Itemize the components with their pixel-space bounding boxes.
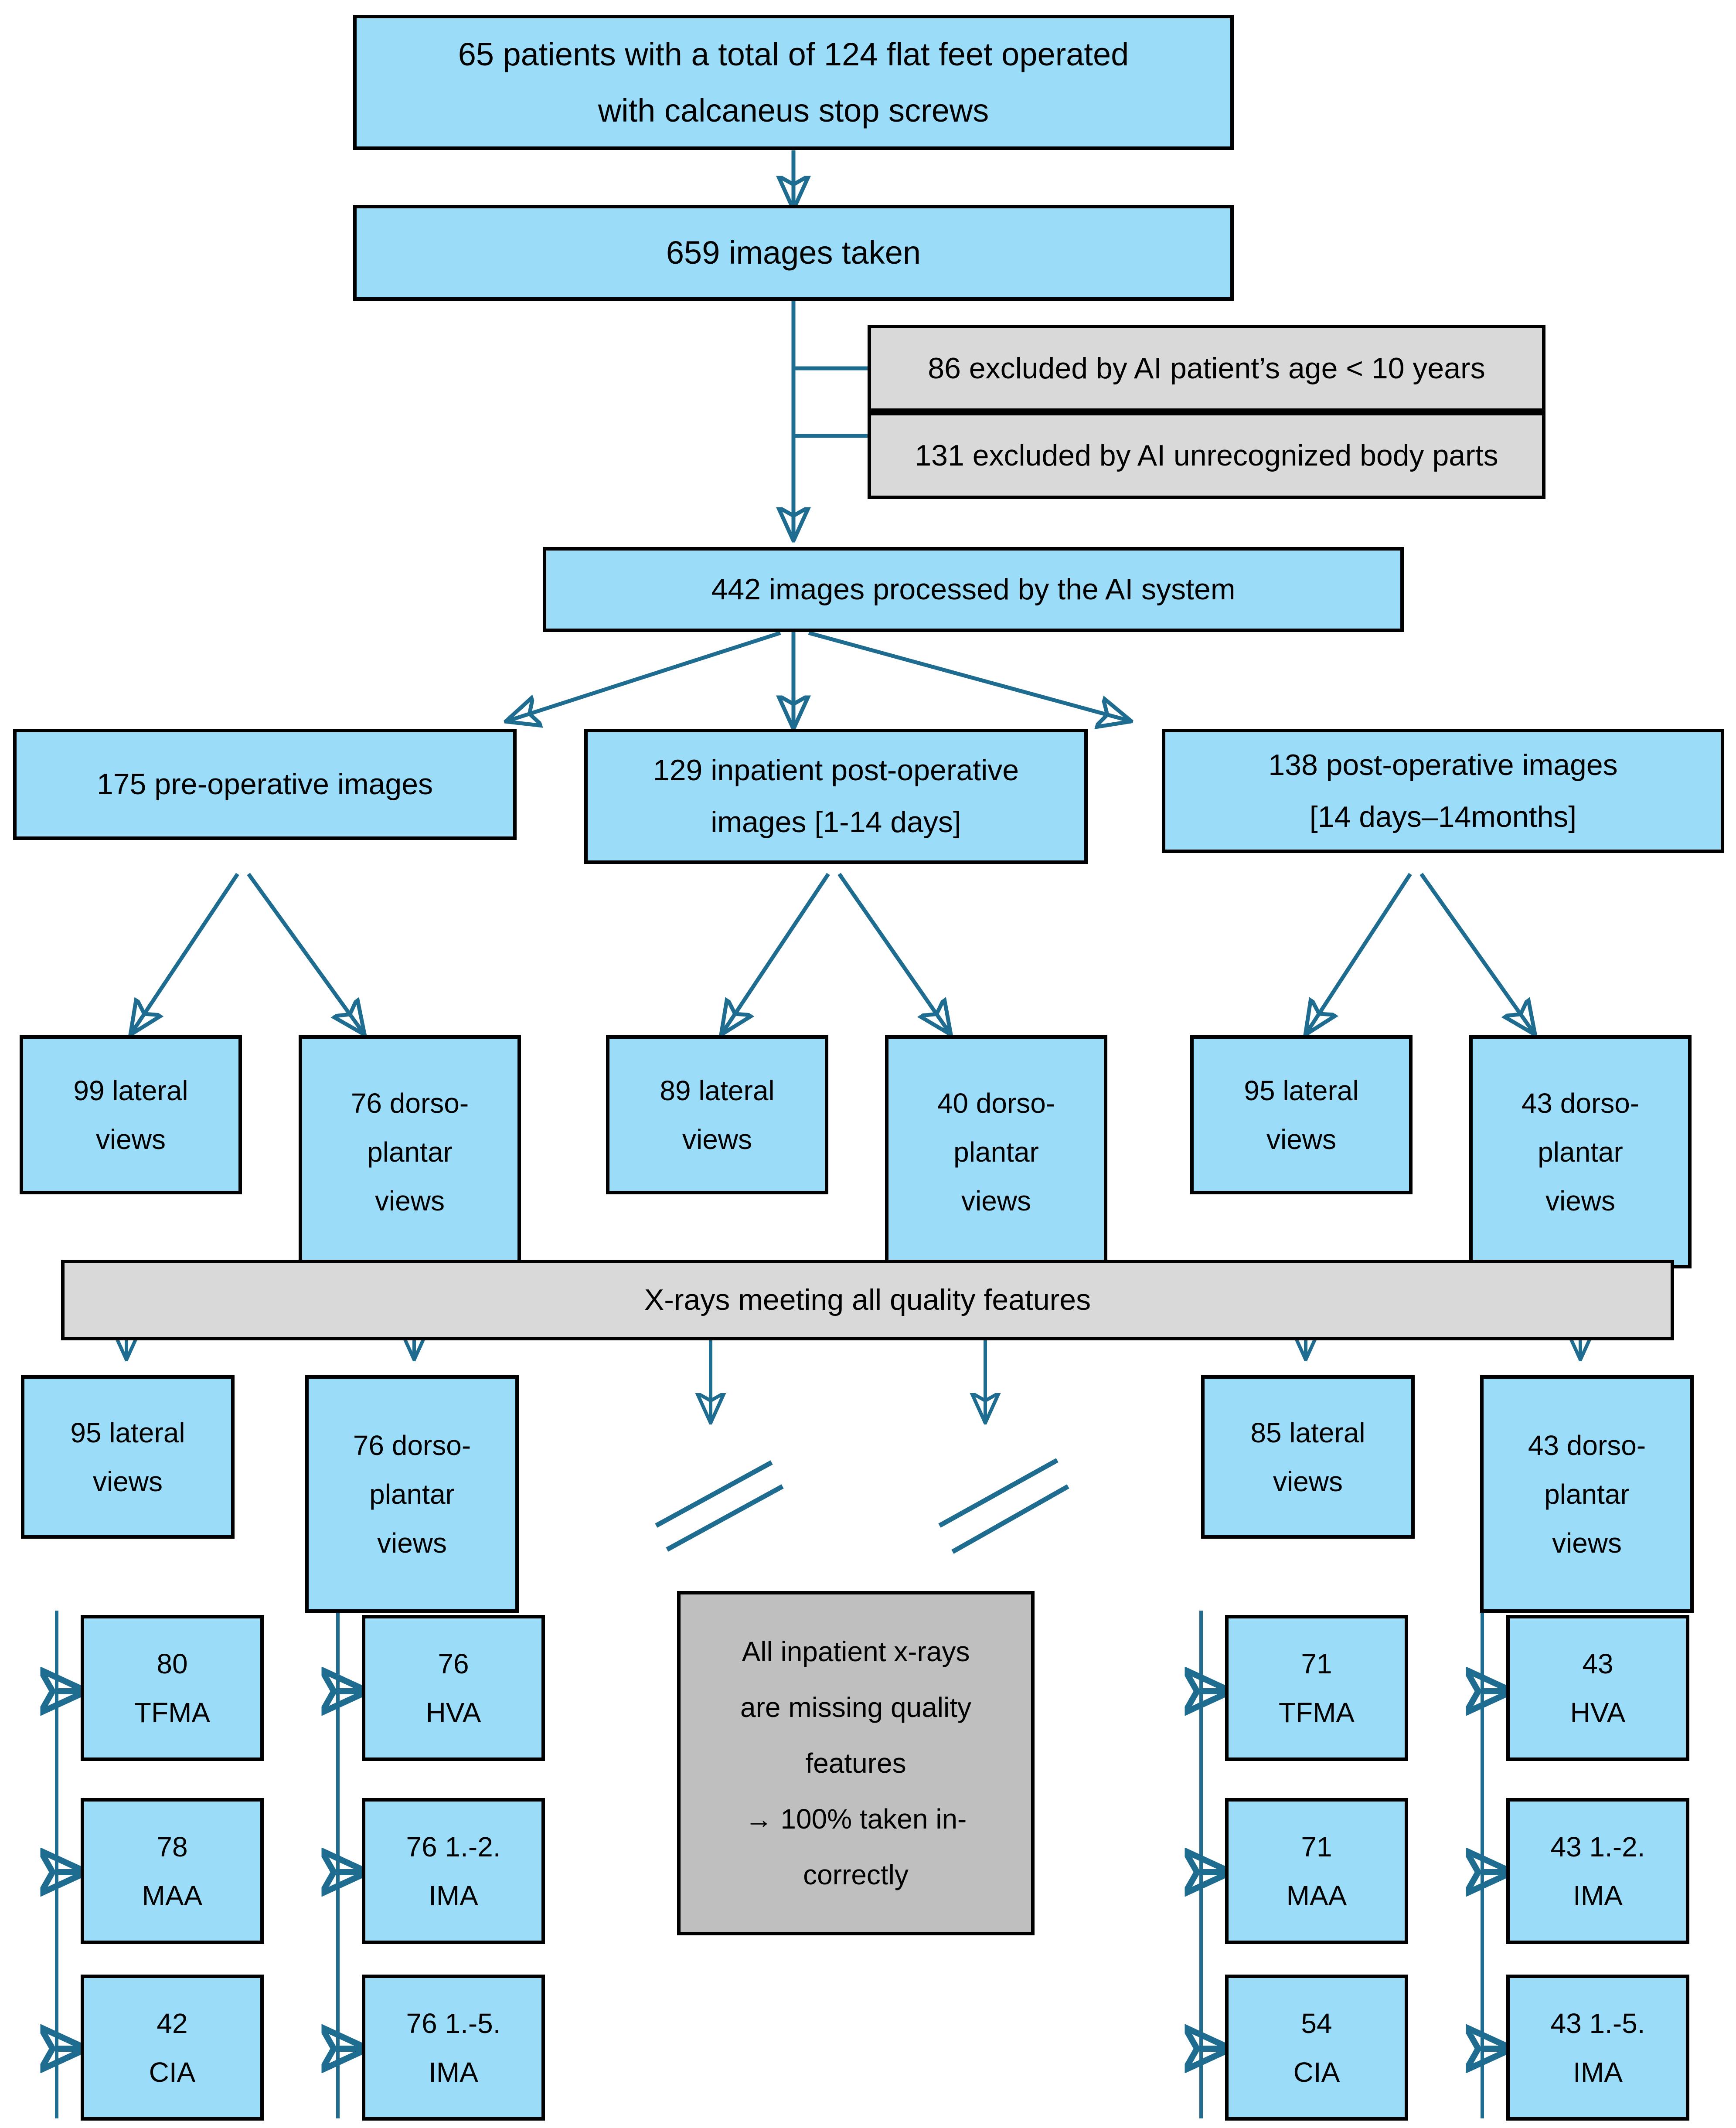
node-quality-preop-dorsoplantar-views: 76 dorso- plantar views bbox=[305, 1375, 519, 1613]
node-measure-hva-43-value: 43 bbox=[1582, 1648, 1613, 1679]
node-measure-maa-78: 78 MAA bbox=[81, 1798, 264, 1944]
node-group-inpatient-line1: 129 inpatient post-operative bbox=[653, 754, 1019, 787]
node-measure-cia-42: 42 CIA bbox=[81, 1975, 264, 2121]
node-measure-tfma-71-value: 71 bbox=[1301, 1648, 1332, 1679]
node-quality-postop-dorsoplantar-views: 43 dorso- plantar views bbox=[1480, 1375, 1694, 1613]
node-measure-hva-43: 43 HVA bbox=[1506, 1615, 1689, 1761]
node-measure-cia-54: 54 CIA bbox=[1225, 1975, 1408, 2121]
node-processed: 442 images processed by the AI system bbox=[543, 547, 1404, 632]
node-excluded-age-label: 86 excluded by AI patient’s age < 10 yea… bbox=[928, 351, 1485, 385]
node-measure-hva-76-unit: HVA bbox=[425, 1696, 481, 1728]
node-quality-preop-dorsoplantar-views-line3: views bbox=[377, 1527, 447, 1559]
node-postop-dorsoplantar-views: 43 dorso- plantar views bbox=[1469, 1035, 1692, 1268]
node-measure-ima-76-1-2-value: 76 1.-2. bbox=[406, 1831, 501, 1863]
node-measure-maa-71-unit: MAA bbox=[1286, 1880, 1347, 1911]
node-quality-postop-lateral-views: 85 lateral views bbox=[1201, 1375, 1415, 1539]
node-quality-bar-label: X-rays meeting all quality features bbox=[644, 1283, 1091, 1316]
node-postop-lateral-views-line1: 95 lateral bbox=[1244, 1074, 1359, 1106]
node-measure-ima-43-1-2: 43 1.-2. IMA bbox=[1506, 1798, 1689, 1944]
node-inpatient-dorsoplantar-views-line3: views bbox=[961, 1185, 1031, 1217]
node-measure-maa-71-value: 71 bbox=[1301, 1831, 1332, 1863]
node-patients-line1: 65 patients with a total of 124 flat fee… bbox=[458, 36, 1129, 72]
node-quality-preop-dorsoplantar-views-line2: plantar bbox=[369, 1478, 455, 1510]
node-excluded-body-parts-label: 131 excluded by AI unrecognized body par… bbox=[915, 439, 1498, 472]
node-measure-tfma-80-unit: TFMA bbox=[134, 1696, 211, 1728]
node-measure-maa-78-value: 78 bbox=[157, 1831, 188, 1863]
node-inpatient-note-line2: are missing quality bbox=[740, 1692, 971, 1723]
node-preop-dorsoplantar-views-line1: 76 dorso- bbox=[351, 1087, 469, 1119]
node-measure-ima-76-1-2-unit: IMA bbox=[429, 1880, 478, 1911]
node-measure-cia-42-unit: CIA bbox=[149, 2056, 196, 2088]
node-measure-ima-43-1-5-value: 43 1.-5. bbox=[1550, 2007, 1645, 2039]
node-quality-bar: X-rays meeting all quality features bbox=[61, 1260, 1674, 1340]
node-measure-tfma-80: 80 TFMA bbox=[81, 1615, 264, 1761]
node-postop-dorsoplantar-views-line2: plantar bbox=[1538, 1136, 1623, 1168]
node-quality-postop-dorsoplantar-views-line1: 43 dorso- bbox=[1528, 1429, 1646, 1461]
node-quality-postop-lateral-views-line1: 85 lateral bbox=[1250, 1417, 1365, 1448]
node-quality-postop-dorsoplantar-views-line3: views bbox=[1552, 1527, 1622, 1559]
node-measure-maa-71: 71 MAA bbox=[1225, 1798, 1408, 1944]
node-measure-cia-54-unit: CIA bbox=[1293, 2056, 1340, 2088]
node-postop-lateral-views-line2: views bbox=[1266, 1123, 1337, 1155]
node-excluded-age: 86 excluded by AI patient’s age < 10 yea… bbox=[868, 325, 1545, 412]
node-images-taken: 659 images taken bbox=[353, 205, 1234, 301]
node-preop-lateral-views-line1: 99 lateral bbox=[73, 1074, 188, 1106]
node-measure-ima-76-1-2: 76 1.-2. IMA bbox=[362, 1798, 545, 1944]
node-inpatient-dorsoplantar-views: 40 dorso- plantar views bbox=[885, 1035, 1107, 1268]
node-measure-ima-43-1-2-unit: IMA bbox=[1573, 1880, 1623, 1911]
node-excluded-body-parts: 131 excluded by AI unrecognized body par… bbox=[868, 412, 1545, 499]
node-quality-postop-lateral-views-line2: views bbox=[1273, 1465, 1343, 1497]
node-measure-cia-42-value: 42 bbox=[157, 2007, 188, 2039]
node-inpatient-note-line5: correctly bbox=[803, 1859, 909, 1890]
node-group-postoperative: 138 post-operative images [14 days–14mon… bbox=[1162, 729, 1724, 853]
node-group-preoperative-line1: 175 pre-operative images bbox=[96, 768, 433, 801]
node-images-taken-label: 659 images taken bbox=[666, 235, 921, 271]
node-inpatient-lateral-views-line2: views bbox=[682, 1123, 752, 1155]
node-preop-dorsoplantar-views: 76 dorso- plantar views bbox=[299, 1035, 521, 1268]
node-postop-dorsoplantar-views-line3: views bbox=[1545, 1185, 1616, 1217]
node-inpatient-lateral-views-line1: 89 lateral bbox=[660, 1074, 775, 1106]
node-patients: 65 patients with a total of 124 flat fee… bbox=[353, 15, 1234, 150]
node-measure-tfma-80-value: 80 bbox=[157, 1648, 188, 1679]
node-group-inpatient: 129 inpatient post-operative images [1-1… bbox=[584, 729, 1088, 864]
node-inpatient-dorsoplantar-views-line2: plantar bbox=[953, 1136, 1039, 1168]
node-quality-preop-dorsoplantar-views-line1: 76 dorso- bbox=[353, 1429, 471, 1461]
node-postop-dorsoplantar-views-line1: 43 dorso- bbox=[1521, 1087, 1640, 1119]
node-measure-ima-76-1-5-value: 76 1.-5. bbox=[406, 2007, 501, 2039]
node-measure-ima-76-1-5-unit: IMA bbox=[429, 2056, 478, 2088]
node-inpatient-note-line1: All inpatient x-rays bbox=[742, 1636, 970, 1667]
node-measure-cia-54-value: 54 bbox=[1301, 2007, 1332, 2039]
node-measure-ima-76-1-5: 76 1.-5. IMA bbox=[362, 1975, 545, 2121]
node-quality-preop-lateral-views-line1: 95 lateral bbox=[70, 1417, 185, 1448]
node-preop-dorsoplantar-views-line2: plantar bbox=[367, 1136, 453, 1168]
node-quality-postop-dorsoplantar-views-line2: plantar bbox=[1544, 1478, 1630, 1510]
node-processed-label: 442 images processed by the AI system bbox=[711, 573, 1236, 606]
node-measure-hva-76-value: 76 bbox=[438, 1648, 469, 1679]
node-measure-hva-76: 76 HVA bbox=[362, 1615, 545, 1761]
node-measure-ima-43-1-5: 43 1.-5. IMA bbox=[1506, 1975, 1689, 2121]
node-group-postoperative-line1: 138 post-operative images bbox=[1268, 748, 1618, 782]
node-quality-preop-lateral-views-line2: views bbox=[92, 1465, 163, 1497]
node-measure-ima-43-1-2-value: 43 1.-2. bbox=[1550, 1831, 1645, 1863]
node-preop-lateral-views-line2: views bbox=[95, 1123, 166, 1155]
node-measure-tfma-71-unit: TFMA bbox=[1278, 1696, 1355, 1728]
node-patients-line2: with calcaneus stop screws bbox=[598, 92, 989, 129]
node-measure-tfma-71: 71 TFMA bbox=[1225, 1615, 1408, 1761]
node-preop-lateral-views: 99 lateral views bbox=[20, 1035, 242, 1194]
node-measure-ima-43-1-5-unit: IMA bbox=[1573, 2056, 1623, 2088]
node-inpatient-lateral-views: 89 lateral views bbox=[606, 1035, 828, 1194]
node-inpatient-note-line3: features bbox=[805, 1747, 906, 1779]
node-group-postoperative-line2: [14 days–14months] bbox=[1309, 800, 1577, 833]
node-postop-lateral-views: 95 lateral views bbox=[1190, 1035, 1413, 1194]
node-inpatient-note-line4: → 100% taken in- bbox=[745, 1803, 967, 1835]
node-inpatient-missing-quality-note: All inpatient x-rays are missing quality… bbox=[677, 1591, 1035, 1935]
node-group-inpatient-line2: images [1-14 days] bbox=[711, 806, 961, 839]
node-preop-dorsoplantar-views-line3: views bbox=[374, 1185, 445, 1217]
node-group-preoperative: 175 pre-operative images bbox=[13, 729, 517, 840]
node-inpatient-dorsoplantar-views-line1: 40 dorso- bbox=[937, 1087, 1055, 1119]
node-measure-hva-43-unit: HVA bbox=[1570, 1696, 1626, 1728]
node-quality-preop-lateral-views: 95 lateral views bbox=[21, 1375, 235, 1539]
node-measure-maa-78-unit: MAA bbox=[142, 1880, 203, 1911]
